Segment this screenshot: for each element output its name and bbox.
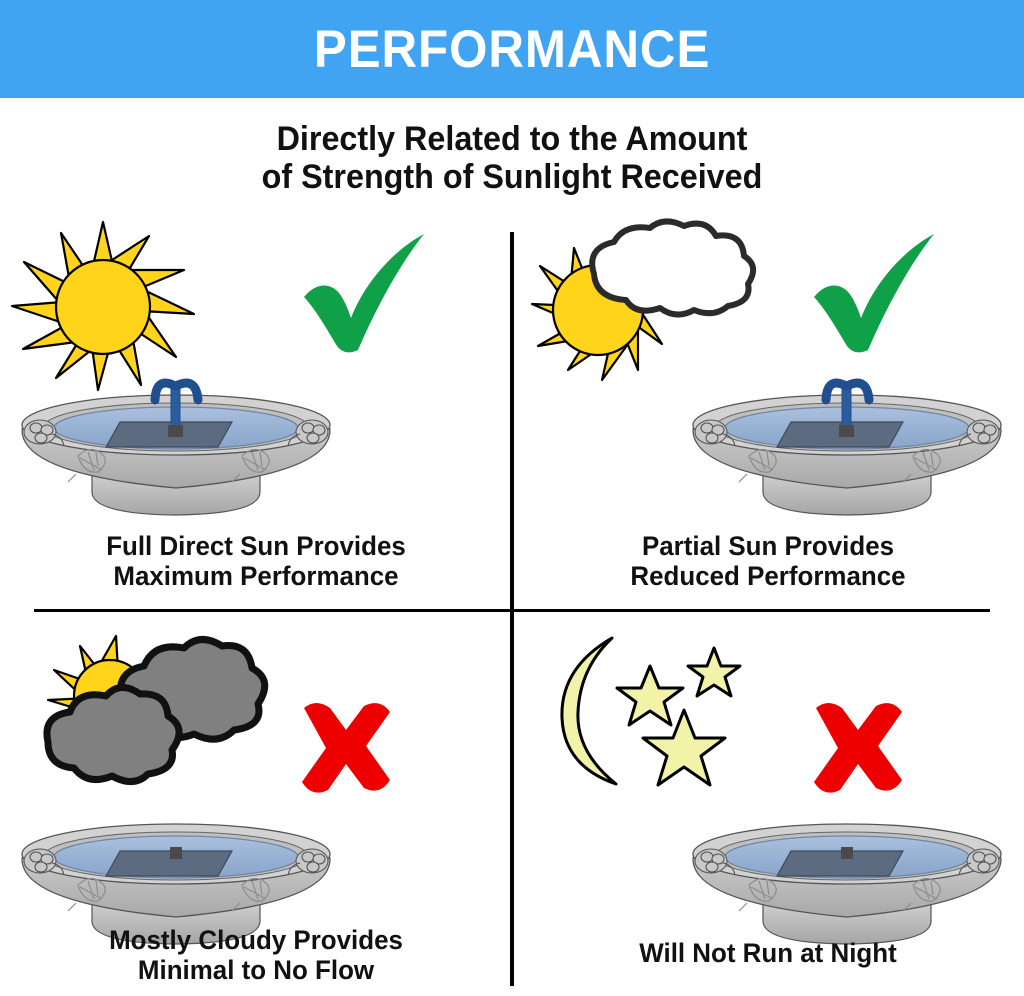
- caption-line-2: Reduced Performance: [630, 561, 906, 591]
- caption-line-1: Will Not Run at Night: [639, 938, 897, 968]
- panel-bottom-right: [512, 616, 1024, 996]
- subtitle-line-1: Directly Related to the Amount: [276, 120, 748, 158]
- caption-top-left: Full Direct Sun Provides Maximum Perform…: [10, 531, 502, 591]
- red-x-icon: [814, 703, 902, 793]
- caption-line-1: Full Direct Sun Provides: [106, 531, 406, 561]
- caption-top-right: Partial Sun Provides Reduced Performance: [522, 531, 1014, 591]
- divider-horizontal: [34, 609, 990, 612]
- page-title: PERFORMANCE: [313, 19, 711, 79]
- subtitle: Directly Related to the Amount of Streng…: [0, 120, 1024, 196]
- green-check-icon: [814, 234, 934, 353]
- panel-top-right: [512, 212, 1024, 592]
- solar-fountain-running: [677, 362, 1017, 532]
- panel-top-left: [0, 212, 512, 592]
- caption-bottom-right: Will Not Run at Night: [522, 938, 1014, 968]
- moon-and-stars-icon: [560, 636, 742, 787]
- panel-bottom-left: [0, 616, 512, 996]
- water-spout: [150, 378, 203, 437]
- full-sun-icon: [10, 220, 196, 392]
- caption-line-1: Partial Sun Provides: [641, 531, 895, 561]
- caption-line-1: Mostly Cloudy Provides: [109, 925, 403, 955]
- caption-line-2: Minimal to No Flow: [137, 955, 375, 985]
- caption-bottom-left: Mostly Cloudy Provides Minimal to No Flo…: [10, 925, 502, 985]
- water-spout: [821, 378, 874, 437]
- green-check-icon: [304, 234, 424, 353]
- solar-fountain-running: [6, 362, 346, 532]
- sun-behind-cloud-icon: [530, 218, 757, 382]
- solar-fountain-idle: [6, 791, 346, 961]
- dark-clouds-icon: [43, 634, 269, 785]
- caption-line-2: Maximum Performance: [113, 561, 399, 591]
- red-x-icon: [302, 703, 390, 793]
- subtitle-line-2: of Strength of Sunlight Received: [261, 158, 763, 196]
- solar-fountain-idle: [677, 791, 1017, 961]
- header-banner: PERFORMANCE: [0, 0, 1024, 98]
